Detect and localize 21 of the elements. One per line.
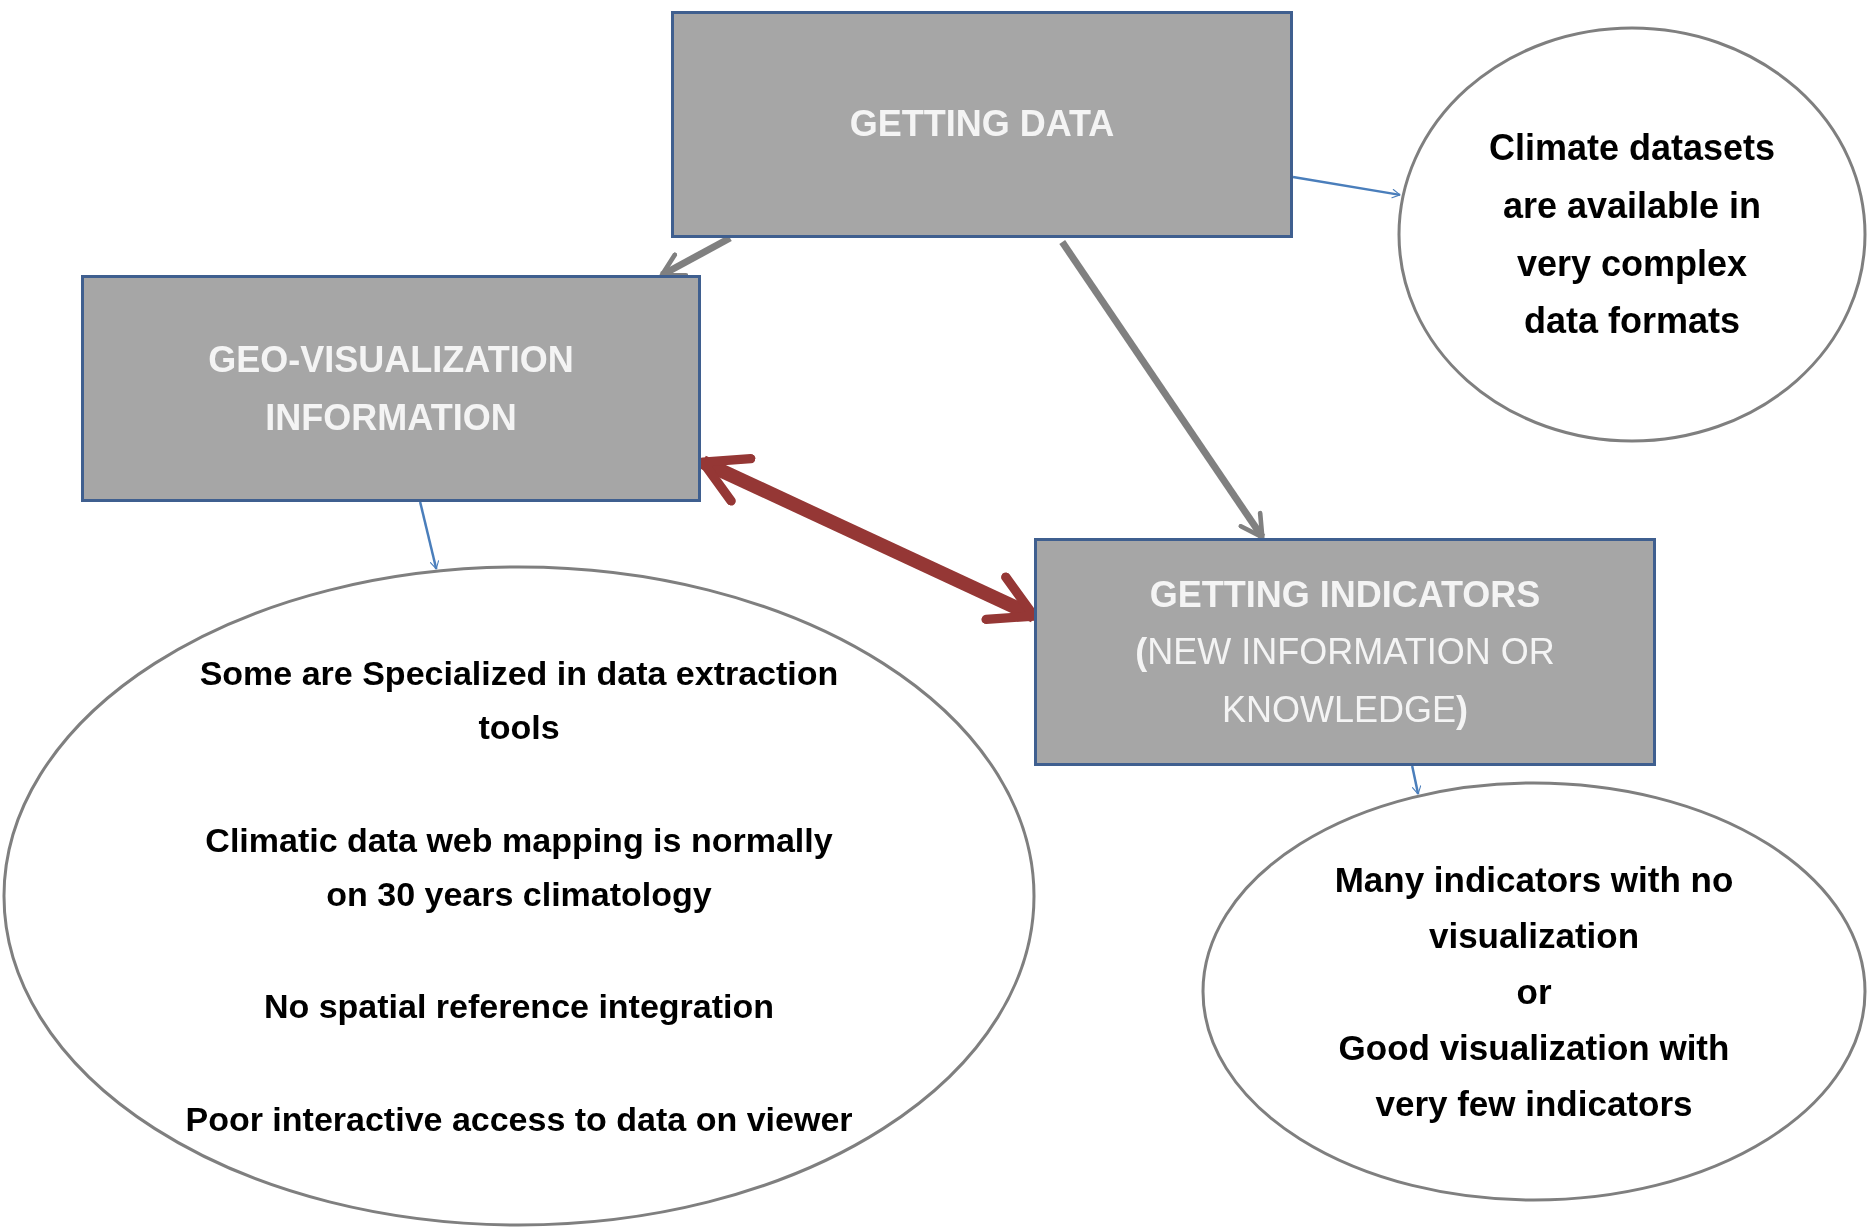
- arrow: [418, 501, 440, 570]
- box-title: GETTING INDICATORS: [1149, 572, 1541, 617]
- note-ellipse: [2, 565, 1036, 1227]
- arrow: [1059, 240, 1266, 540]
- note-ellipse: [1397, 26, 1867, 443]
- arrow: [1410, 765, 1422, 795]
- process-box: [671, 11, 1293, 238]
- process-box: [1034, 538, 1656, 766]
- note-ellipse: [1201, 781, 1867, 1202]
- box-subtitle: (NEW INFORMATION OR KNOWLEDGE): [1134, 630, 1556, 732]
- note-text: Poor interactive access to data on viewer: [185, 1098, 853, 1140]
- box-title: GETTING DATA: [849, 102, 1115, 147]
- note-text: Good visualization with very few indicators: [1337, 1026, 1731, 1125]
- arrow: [1292, 175, 1401, 199]
- note-text: Climate datasets are available in very complex data formats: [1487, 126, 1777, 344]
- note-text: No spatial reference integration: [263, 986, 775, 1028]
- note-text: or: [1516, 970, 1552, 1013]
- note-text: Climatic data web mapping is normally on 30 years climatology: [204, 819, 834, 915]
- box-title: GEO-VISUALIZATION INFORMATION: [207, 337, 575, 440]
- process-box: [81, 275, 701, 502]
- note-text: Some are Specialized in data extraction tools: [198, 652, 840, 749]
